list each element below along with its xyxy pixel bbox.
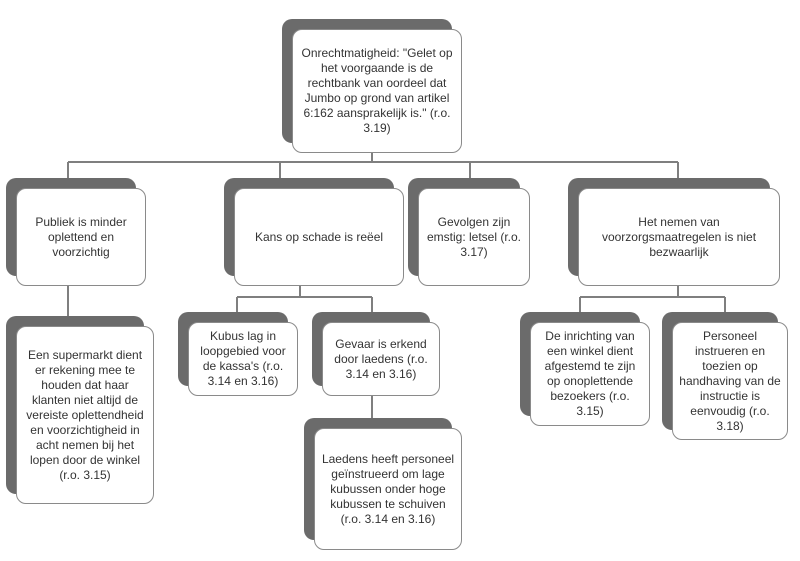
node-personeel: Personeel instrueren en toezien op handh… bbox=[662, 312, 790, 442]
node-inrichting-label: De inrichting van een winkel dient afges… bbox=[530, 322, 650, 426]
node-supermarkt-label: Een supermarkt dient er rekening mee te … bbox=[16, 326, 154, 504]
node-voorzorg-label: Het nemen van voorzorgsmaatregelen is ni… bbox=[578, 188, 780, 286]
node-laedens: Laedens heeft personeel geïnstrueerd om … bbox=[304, 418, 464, 552]
node-inrichting: De inrichting van een winkel dient afges… bbox=[520, 312, 652, 428]
node-kans: Kans op schade is reëel bbox=[224, 178, 406, 288]
node-laedens-label: Laedens heeft personeel geïnstrueerd om … bbox=[314, 428, 462, 550]
node-gevaar-label: Gevaar is erkend door laedens (r.o. 3.14… bbox=[322, 322, 440, 396]
node-gevolgen: Gevolgen zijn emstig: letsel (r.o. 3.17) bbox=[408, 178, 532, 288]
node-voorzorg: Het nemen van voorzorgsmaatregelen is ni… bbox=[568, 178, 782, 288]
node-kans-label: Kans op schade is reëel bbox=[234, 188, 404, 286]
node-publiek-label: Publiek is minder oplettend en voorzicht… bbox=[16, 188, 146, 286]
node-publiek: Publiek is minder oplettend en voorzicht… bbox=[6, 178, 148, 288]
node-root: Onrechtmatigheid: "Gelet op het voorgaan… bbox=[282, 19, 464, 154]
node-gevolgen-label: Gevolgen zijn emstig: letsel (r.o. 3.17) bbox=[418, 188, 530, 286]
node-kubus-label: Kubus lag in loopgebied voor de kassa's … bbox=[188, 322, 298, 396]
node-gevaar: Gevaar is erkend door laedens (r.o. 3.14… bbox=[312, 312, 442, 398]
node-personeel-label: Personeel instrueren en toezien op handh… bbox=[672, 322, 788, 440]
node-root-label: Onrechtmatigheid: "Gelet op het voorgaan… bbox=[292, 29, 462, 153]
node-supermarkt: Een supermarkt dient er rekening mee te … bbox=[6, 316, 156, 506]
node-kubus: Kubus lag in loopgebied voor de kassa's … bbox=[178, 312, 300, 398]
